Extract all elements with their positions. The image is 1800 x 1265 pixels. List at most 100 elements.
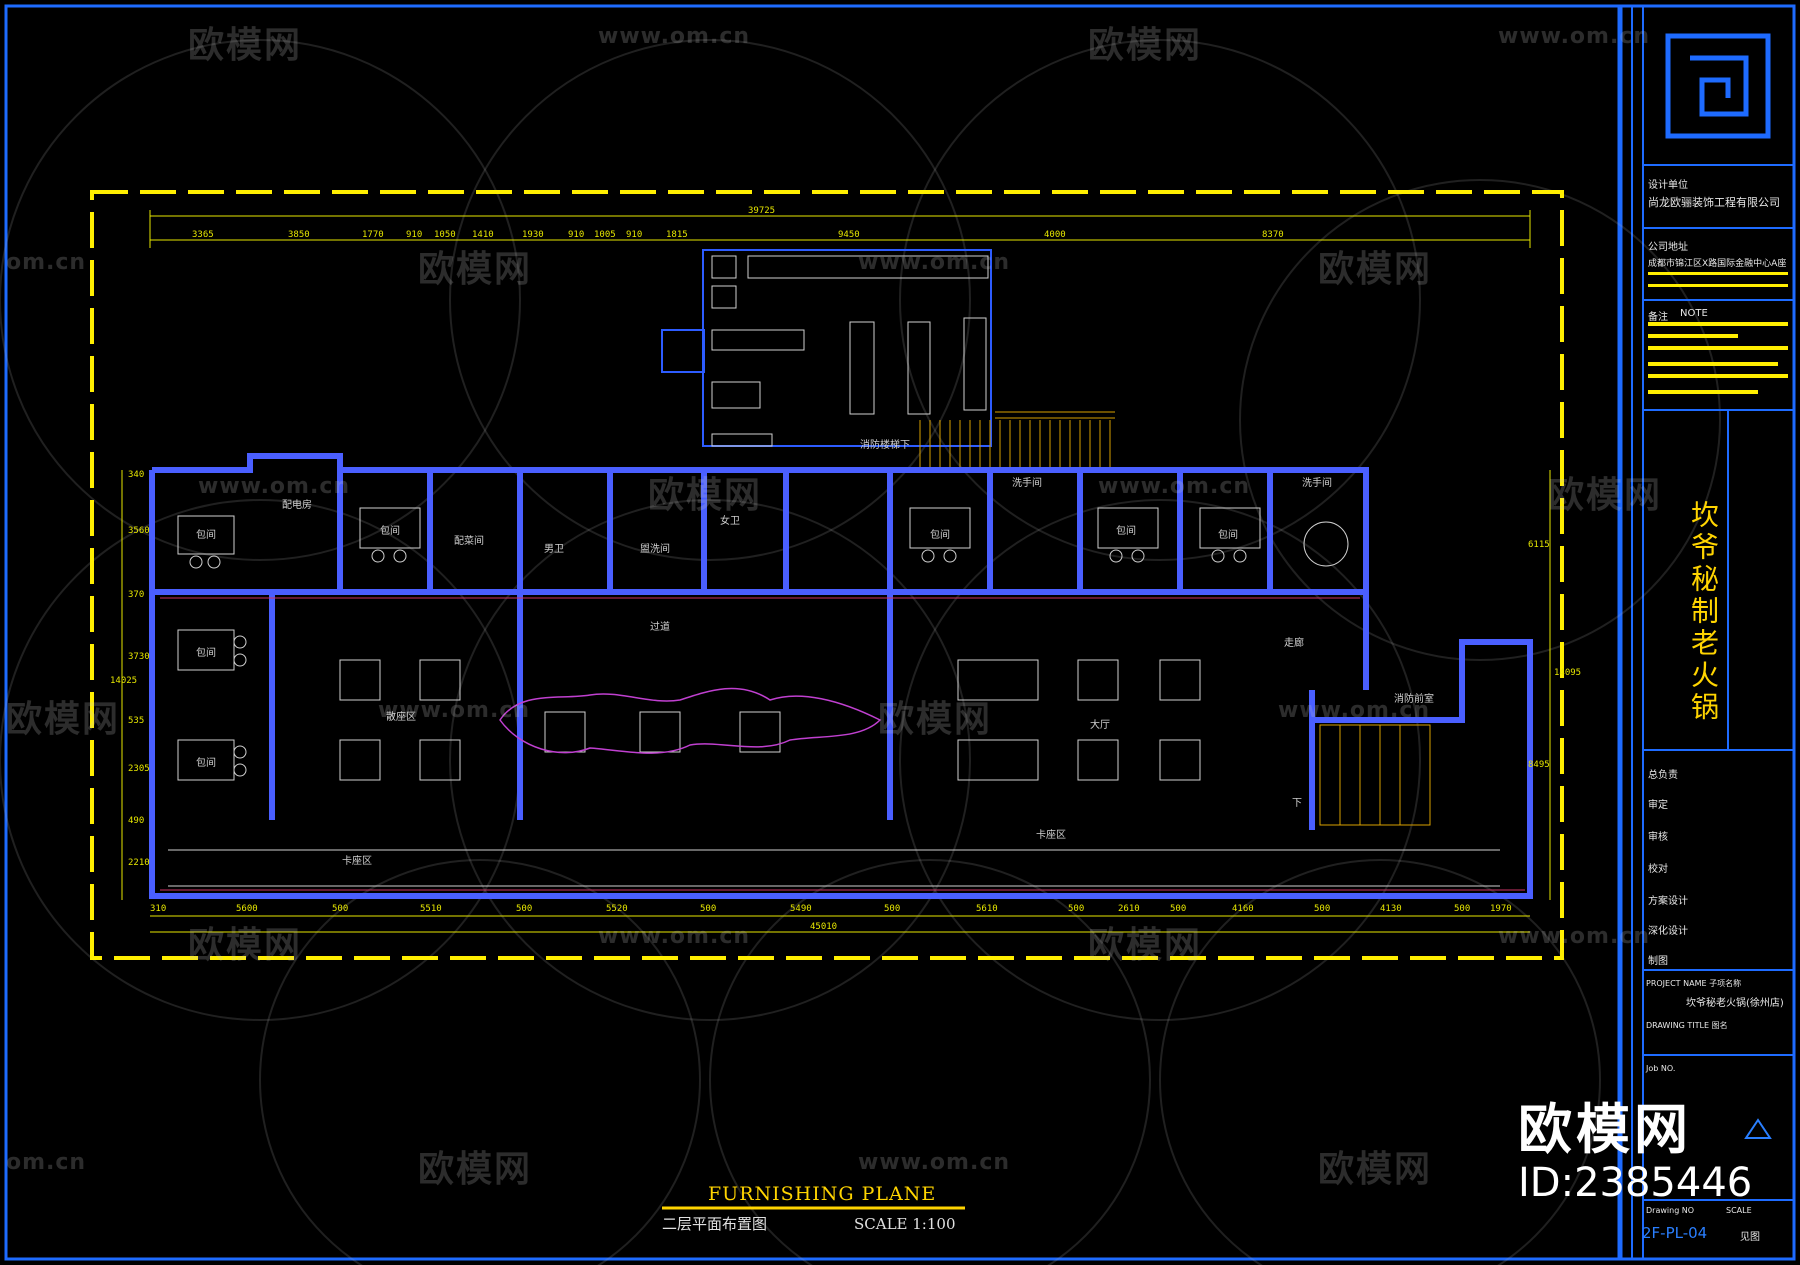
drawing-title-label: DRAWING TITLE 图名	[1646, 1021, 1728, 1030]
dimension-left-total: 14025	[110, 676, 138, 686]
dimension-top-total: 39725	[748, 206, 776, 216]
dimension-bottom: 500	[700, 904, 717, 914]
note-bars	[1648, 272, 1788, 394]
bottom-dimension-lines	[150, 915, 1530, 933]
private-room-tables	[177, 507, 1349, 781]
dimension-left: 3560	[128, 526, 150, 536]
room-label-power: 配电房	[282, 500, 312, 511]
role-label: 制图	[1648, 956, 1668, 967]
dimension-bottom: 500	[884, 904, 901, 914]
dimension-bottom: 500	[332, 904, 349, 914]
watermark-url: www.om.cn	[858, 250, 1011, 275]
firm-logo-icon	[1665, 33, 1771, 139]
dimension-top: 3365	[192, 230, 214, 240]
watermark-brand: 欧模网	[1088, 925, 1203, 966]
dimension-left: 2210	[128, 858, 150, 868]
building-walls	[149, 453, 1533, 899]
watermark-brand: 欧模网	[418, 249, 533, 290]
room-label-passage: 过道	[650, 622, 670, 633]
dimension-bottom: 5520	[606, 904, 628, 914]
room-label-toilet: 洗手间	[1012, 478, 1042, 489]
dimension-bottom: 500	[1454, 904, 1471, 914]
dimension-left: 490	[128, 816, 145, 826]
room-label-corridor: 走廊	[1284, 638, 1304, 649]
dimension-left: 340	[128, 470, 145, 480]
role-label: 校对	[1648, 864, 1668, 875]
dimension-top: 1050	[434, 230, 456, 240]
sheet-frame	[4, 4, 1796, 1261]
dimension-top: 8370	[1262, 230, 1284, 240]
kitchen-block	[661, 249, 992, 447]
watermark-url: www.om.cn	[1498, 24, 1651, 49]
watermark-brand: 欧模网	[648, 475, 763, 516]
role-label: 总负责	[1648, 770, 1678, 781]
dimension-top: 1410	[472, 230, 494, 240]
room-label-seating: 散座区	[386, 712, 416, 723]
watermark-circles	[0, 39, 1721, 1265]
dimension-right: 8495	[1528, 760, 1550, 770]
drawing-title-en: FURNISHING PLANE	[708, 1183, 937, 1205]
watermark-brand: 欧模网	[878, 699, 993, 740]
stamp-brand: 欧模网	[1518, 1098, 1692, 1161]
dimension-bottom: 5490	[790, 904, 812, 914]
dimension-top: 4000	[1044, 230, 1066, 240]
dimension-top: 1930	[522, 230, 544, 240]
dimension-bottom: 310	[150, 904, 167, 914]
watermark-url: www.om.cn	[598, 24, 751, 49]
stamp-id: ID:2385446	[1518, 1160, 1753, 1206]
room-label-womens: 女卫	[720, 516, 740, 527]
role-label: 方案设计	[1648, 896, 1688, 907]
dimension-right: 6115	[1528, 540, 1550, 550]
dimension-top: 1815	[666, 230, 688, 240]
watermark-url: www.om.cn	[1098, 474, 1251, 499]
watermark-url: www.om.cn	[1498, 924, 1651, 949]
room-label-fire-hall: 消防前室	[1394, 694, 1434, 705]
dimension-top: 1005	[594, 230, 616, 240]
dimension-bottom: 500	[1068, 904, 1085, 914]
booth-seats	[168, 849, 1500, 887]
room-label-private: 包间	[196, 530, 216, 541]
drawing-title-cn: 二层平面布置图	[662, 1215, 768, 1233]
drawing-scale: SCALE 1:100	[854, 1215, 956, 1233]
dimension-left: 2305	[128, 764, 150, 774]
dimension-top: 3850	[288, 230, 310, 240]
north-arrow-icon	[1744, 1118, 1772, 1139]
scale-value: 见图	[1740, 1232, 1760, 1243]
watermark-brand: 欧模网	[418, 1149, 533, 1190]
room-label-private: 包间	[1218, 530, 1238, 541]
watermark-brand: 欧模网	[6, 699, 121, 740]
watermark-url: www.om.cn	[1278, 698, 1431, 723]
watermark-url: www.om.cn	[378, 698, 531, 723]
watermark-brand: 欧模网	[1548, 475, 1663, 516]
room-label-washroom: 盥洗间	[640, 544, 670, 555]
address-label: 公司地址	[1648, 242, 1688, 253]
room-label-private: 包间	[196, 758, 216, 769]
watermark-brand: 欧模网	[1088, 25, 1203, 66]
wall-inner-lines	[160, 597, 1525, 891]
room-label-private: 包间	[196, 648, 216, 659]
dimension-top: 9450	[838, 230, 860, 240]
dimension-left: 535	[128, 716, 145, 726]
note-en: NOTE	[1680, 308, 1708, 319]
dimension-bottom: 5600	[236, 904, 258, 914]
watermark-url: www.om.cn	[598, 924, 751, 949]
job-no-label: Job NO.	[1646, 1064, 1676, 1073]
dimension-bottom: 5510	[420, 904, 442, 914]
dimension-top: 910	[568, 230, 585, 240]
dimension-left: 3730	[128, 652, 150, 662]
scale-label: SCALE	[1726, 1206, 1752, 1215]
fire-stair-top	[919, 411, 1115, 468]
drawing-number: 2F-PL-04	[1642, 1224, 1708, 1242]
decor-cloud-partition	[499, 687, 882, 754]
room-label-down: 下	[1292, 798, 1302, 809]
drawing-no-label: Drawing NO	[1646, 1206, 1695, 1215]
watermark-url: www.om.cn	[858, 1150, 1011, 1175]
side-dimension-lines	[121, 470, 1551, 900]
dimension-bottom: 1970	[1490, 904, 1512, 914]
project-title: 坎爷秘制老火锅	[1687, 500, 1720, 724]
room-label-booth: 卡座区	[1036, 830, 1066, 841]
address: 成都市锦江区X路国际金融中心A座	[1648, 259, 1787, 269]
watermark-brand: 欧模网	[1318, 1149, 1433, 1190]
dimension-bottom: 500	[1314, 904, 1331, 914]
role-label: 审定	[1648, 800, 1668, 811]
